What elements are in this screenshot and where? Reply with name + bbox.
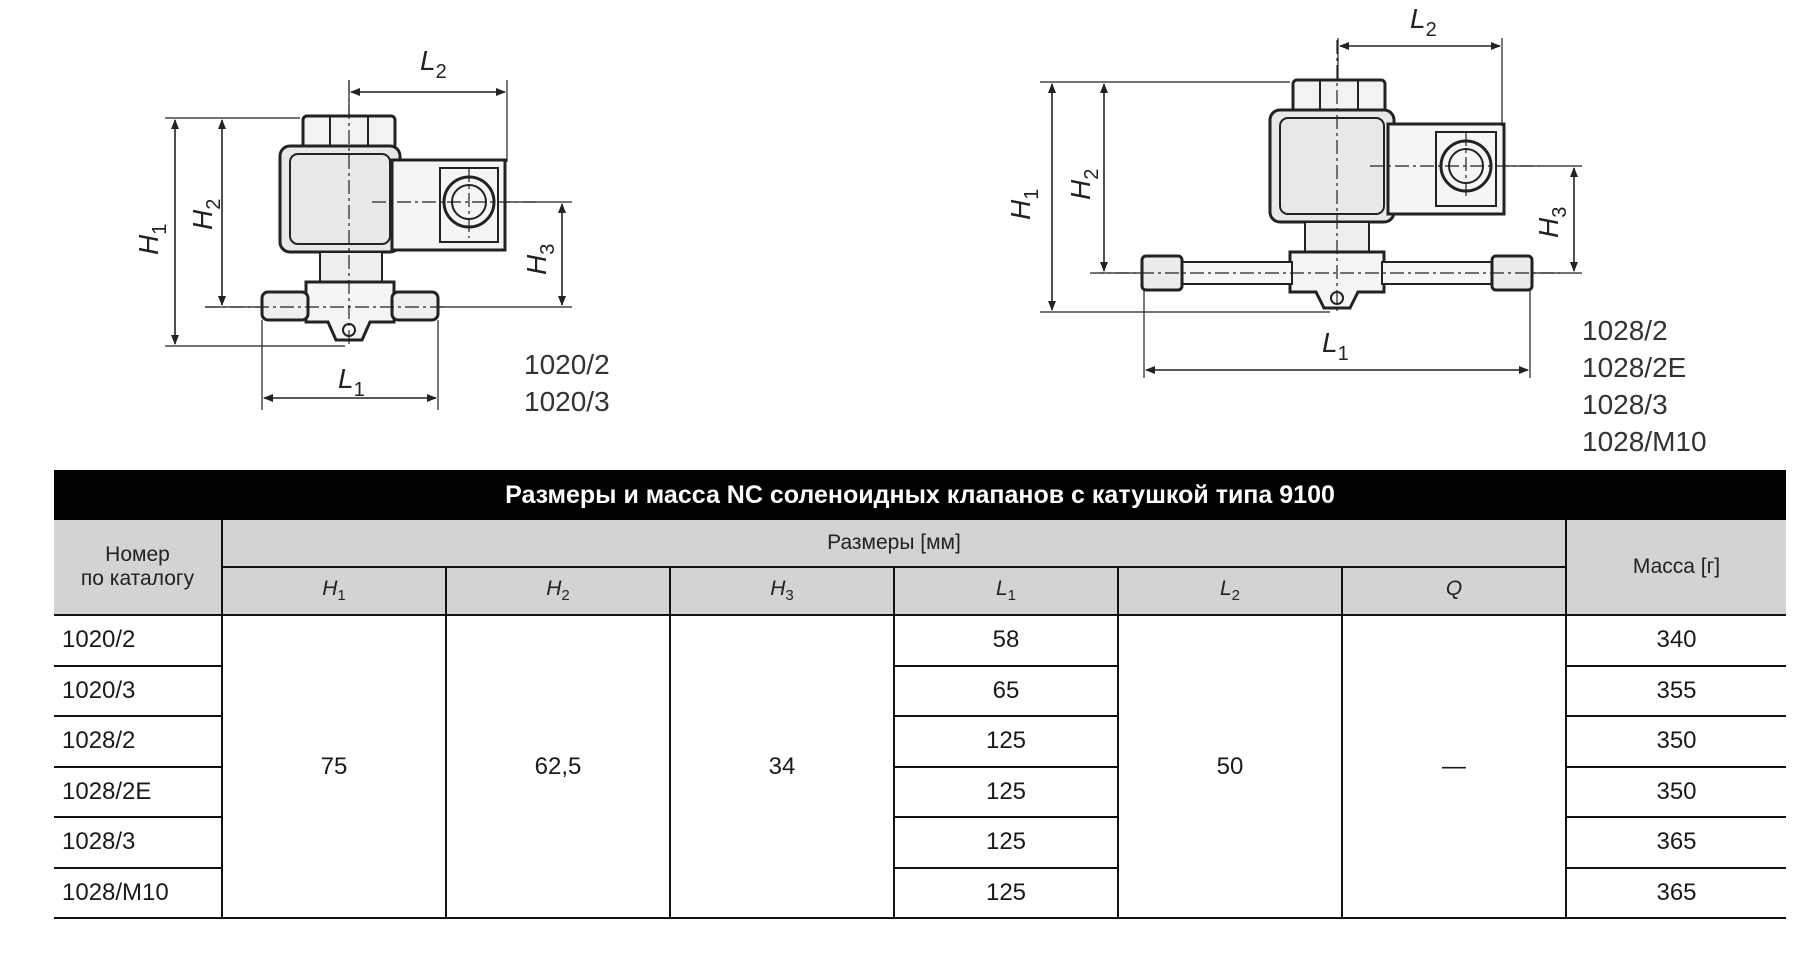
model-label: 1028/2 — [1582, 315, 1668, 346]
table-row: 1028/M10 125 365 — [54, 867, 1786, 919]
cell-l1: 125 — [893, 716, 1118, 768]
dim-label-h3: H3 — [521, 244, 559, 275]
header-mass: Масса [г] — [1565, 520, 1786, 616]
dim-label-h2: H2 — [187, 199, 225, 230]
cell-mass: 350 — [1565, 766, 1786, 818]
dim-label-l1: L1 — [338, 363, 365, 401]
cell-catalog: 1028/3 — [54, 817, 222, 869]
header-l1: L1 — [893, 567, 1118, 616]
cell-catalog: 1020/3 — [54, 665, 222, 717]
cell-mass: 340 — [1565, 615, 1786, 667]
cell-h2-merged: 62,5 — [445, 615, 670, 919]
table-row: 1028/2E 125 350 — [54, 766, 1786, 818]
header-l2: L2 — [1117, 567, 1342, 616]
valve-drawings: L2 H1 H2 H3 L1 — [133, 3, 1582, 410]
table-row: 1020/2 75 62,5 34 58 50 — 340 — [54, 615, 1786, 919]
header-h3: H3 — [669, 567, 894, 616]
table-title: Размеры и масса NC соленоидных клапанов … — [54, 470, 1786, 520]
dim-label-l2: L2 — [420, 45, 447, 83]
valve-1020-drawing — [165, 80, 572, 410]
cell-catalog: 1028/2 — [54, 716, 222, 768]
model-label: 1028/M10 — [1582, 426, 1707, 457]
table-row: 1020/3 65 355 — [54, 665, 1786, 717]
cell-catalog: 1020/2 — [54, 615, 222, 667]
cell-q-merged: — — [1341, 615, 1566, 919]
cell-catalog: 1028/M10 — [54, 867, 222, 919]
cell-catalog: 1028/2E — [54, 766, 222, 818]
valve-1020-dim-labels: L2 H1 H2 H3 L1 — [133, 45, 559, 401]
cell-mass: 365 — [1565, 817, 1786, 869]
header-q: Q — [1341, 567, 1566, 616]
header-catalog-number: Номер по каталогу — [54, 520, 222, 616]
dim-label-h1: H1 — [133, 224, 171, 255]
header-h2: H2 — [445, 567, 670, 616]
table-row: 1028/3 125 365 — [54, 817, 1786, 869]
cell-l1: 58 — [893, 615, 1118, 667]
cell-mass: 365 — [1565, 867, 1786, 919]
cell-h3-merged: 34 — [669, 615, 894, 919]
dim-label-l2: L2 — [1410, 3, 1437, 41]
models-1028-list: 1028/2 1028/2E 1028/3 1028/M10 — [1582, 312, 1707, 460]
cell-h1-merged: 75 — [221, 615, 446, 919]
dim-label-l1: L1 — [1322, 327, 1349, 365]
models-1020-list: 1020/2 1020/3 — [524, 346, 610, 420]
header-catalog-line1: Номер — [105, 543, 170, 566]
cell-l1: 125 — [893, 766, 1118, 818]
dim-label-h3: H3 — [1533, 207, 1571, 238]
cell-mass: 350 — [1565, 716, 1786, 768]
cell-mass: 355 — [1565, 665, 1786, 717]
model-label: 1028/3 — [1582, 389, 1668, 420]
cell-l1: 125 — [893, 867, 1118, 919]
model-label: 1020/3 — [524, 386, 610, 417]
model-label: 1020/2 — [524, 349, 610, 380]
model-label: 1028/2E — [1582, 352, 1687, 383]
dimensions-table: Размеры и масса NC соленоидных клапанов … — [54, 470, 1786, 919]
valve-1028-drawing — [1040, 38, 1582, 378]
cell-l1: 65 — [893, 665, 1118, 717]
dim-label-h2: H2 — [1065, 169, 1103, 200]
header-dimensions: Размеры [мм] — [221, 520, 1566, 568]
valve-1028-dim-labels: L2 H1 H2 H3 L1 — [1005, 3, 1571, 365]
dim-label-h1: H1 — [1005, 189, 1043, 220]
cell-l1: 125 — [893, 817, 1118, 869]
cell-l2-merged: 50 — [1117, 615, 1342, 919]
header-catalog-line2: по каталогу — [80, 567, 195, 590]
table-row: 1028/2 125 350 — [54, 716, 1786, 768]
header-h1: H1 — [221, 567, 446, 616]
